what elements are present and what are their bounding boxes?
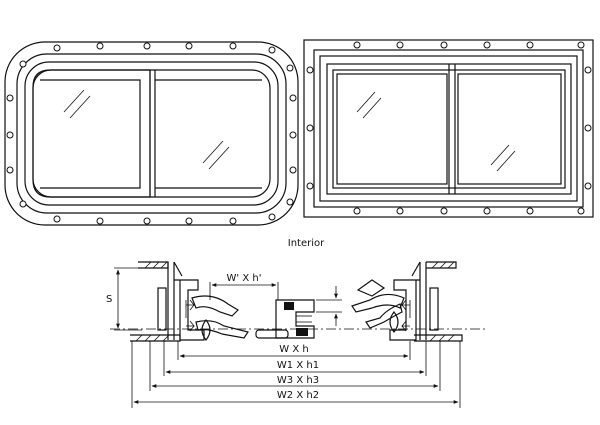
plate-inner: [313, 49, 584, 208]
outer-plate: [303, 39, 594, 218]
dimension-opening: W' X h': [209, 273, 279, 300]
right-bulkhead: [411, 261, 463, 342]
dim-opening-label: W' X h': [227, 273, 262, 284]
outer-flange: [4, 41, 299, 226]
inner-flange: [16, 53, 287, 214]
section-label: Interior: [288, 238, 325, 249]
dim-w3h3-label: W3 X h3: [277, 375, 319, 386]
dim-w1h1-label: W1 X h1: [277, 360, 319, 371]
glass-glint-left: [356, 91, 382, 119]
right-sash: [457, 73, 562, 185]
center-sash-profile: [255, 299, 315, 339]
right-glass: [155, 79, 262, 189]
glass-glint-right: [202, 140, 230, 170]
dimension-w3h3: W3 X h3: [149, 341, 441, 391]
dimension-wh: W X h: [177, 341, 411, 360]
dim-w2h2-label: W2 X h2: [277, 390, 319, 401]
rounded-window-view: [4, 41, 299, 226]
dimension-w2h2: W2 X h2: [131, 341, 461, 408]
glass-glint-left: [63, 89, 91, 119]
left-sash: [32, 69, 151, 198]
left-sash: [336, 73, 448, 185]
frame-outer: [24, 61, 279, 206]
square-window-view: [303, 39, 594, 218]
glass-glint-right: [490, 144, 516, 172]
dimension-sash-height: [316, 286, 342, 326]
bolt-holes-right: [306, 41, 592, 215]
left-frame-profile: [174, 279, 249, 341]
section-view: [110, 261, 488, 342]
dimension-w1h1: W1 X h1: [163, 341, 427, 376]
dim-s-label: S: [106, 294, 112, 305]
dim-wh-label: W X h: [279, 344, 308, 355]
dimension-s: S: [106, 267, 142, 331]
right-frame-profile: [351, 279, 420, 341]
bolt-holes-left: [6, 42, 297, 225]
frame-inner: [32, 69, 271, 198]
left-glass: [40, 79, 141, 189]
